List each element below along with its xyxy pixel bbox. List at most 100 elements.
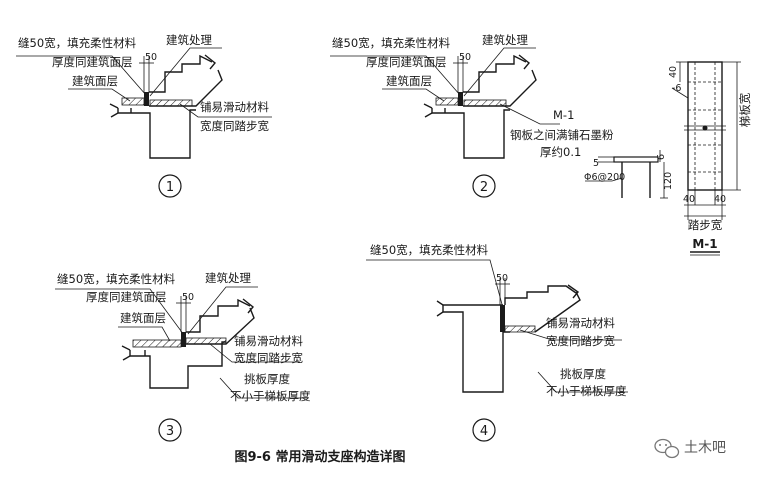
detail-2-anchor-detail: 5 6 120 Φ6@200 xyxy=(584,150,674,199)
detail-2-joint-fill xyxy=(458,92,463,106)
detail-3-stair-break xyxy=(242,298,254,314)
plate-thickness: -6 xyxy=(672,83,681,94)
detail-4-dim-label: 50 xyxy=(496,273,508,284)
detail-3-break-line xyxy=(121,345,131,361)
detail-4-sliding-layer xyxy=(504,325,536,333)
detail-3-joint-thickness-label: 厚度同建筑面层 xyxy=(86,290,167,304)
detail-1-leader-arch xyxy=(149,47,222,97)
detail-2-stair-break xyxy=(518,54,530,70)
watermark-text: 土木吧 xyxy=(684,440,726,456)
detail-2-leader-joint xyxy=(330,55,461,96)
detail-1-sliding-width-label: 宽度同踏步宽 xyxy=(200,119,269,133)
detail-1-number-circle xyxy=(158,174,182,198)
detail-1-leader-sliding xyxy=(179,103,272,118)
detail-1-break-line xyxy=(109,103,119,118)
detail-1-arch-layer-label: 建筑面层 xyxy=(72,74,118,88)
plate-m1: 40 -6 梯板宽 40 40 踏步宽 M-1 40 xyxy=(668,61,752,256)
detail-2-plate-layer xyxy=(463,99,507,107)
detail-4-break-line xyxy=(436,300,444,317)
detail-2-break-line xyxy=(423,103,433,118)
detail-4-leader-cant xyxy=(537,371,628,393)
detail-3-number: 3 xyxy=(166,424,174,439)
detail-4-leader-sliding xyxy=(519,329,622,341)
plate-dim-left: 40 xyxy=(683,194,695,205)
detail-1-arch-treatment-label: 建筑处理 xyxy=(166,33,212,47)
detail-1: 50 缝50宽，填充柔性材料 厚度同建筑面层 建筑处理 建筑面层 铺易滑动材料 … xyxy=(16,33,272,198)
detail-1-dim-label: 50 xyxy=(145,52,157,63)
detail-2-arch-treatment-label: 建筑处理 xyxy=(482,33,528,47)
detail-1-stair-soffit xyxy=(149,69,223,107)
detail-4-cant-thickness-label: 挑板厚度 xyxy=(560,367,606,381)
detail-4-stair-soffit xyxy=(534,291,581,333)
anchor-dim-top: 5 xyxy=(593,158,599,169)
detail-3-leader-sliding xyxy=(209,343,300,363)
detail-1-joint-fill xyxy=(144,92,149,106)
detail-1-leader-layer xyxy=(68,88,131,102)
detail-3-sliding-width-label: 宽度同踏步宽 xyxy=(234,351,303,365)
detail-4-sliding-width-label: 宽度同踏步宽 xyxy=(546,334,615,348)
anchor-rebar-leader xyxy=(585,177,623,182)
detail-2-stair-soffit xyxy=(463,69,537,107)
detail-4-stair-outline xyxy=(504,285,577,305)
anchor-plate xyxy=(613,156,659,163)
detail-2-number: 2 xyxy=(480,180,488,195)
detail-2-stair-outline xyxy=(463,54,527,93)
detail-2-leader-arch xyxy=(463,47,536,97)
detail-3-leader-cant xyxy=(219,377,308,399)
detail-3-dim-label: 50 xyxy=(182,292,194,303)
detail-3-support-outline xyxy=(129,341,226,389)
detail-1-sliding-layer xyxy=(149,99,193,107)
detail-1-sliding-label: 铺易滑动材料 xyxy=(200,100,269,114)
watermark: 土木吧 xyxy=(654,438,726,459)
detail-3-sliding-label: 铺易滑动材料 xyxy=(234,334,303,348)
detail-2-number-circle xyxy=(472,174,496,198)
detail-3-floor-layer xyxy=(132,339,182,348)
detail-4-stair-break xyxy=(567,284,580,299)
plate-dim-top: 40 xyxy=(668,66,679,78)
detail-1-stair-break xyxy=(204,54,216,70)
detail-4-joint-label: 缝50宽，填充柔性材料 xyxy=(370,243,489,257)
detail-3-sliding-layer xyxy=(185,337,227,345)
plate-dim-right: 40 xyxy=(714,194,726,205)
detail-1-support-outline xyxy=(117,108,196,159)
detail-4-sliding-label: 铺易滑动材料 xyxy=(546,316,615,330)
detail-2-arch-layer-label: 建筑面层 xyxy=(386,74,432,88)
anchor-dim-height: 120 xyxy=(663,172,674,190)
detail-3-leader-arch xyxy=(187,286,258,335)
plate-title: M-1 xyxy=(692,237,717,251)
detail-3-joint-fill xyxy=(181,332,186,347)
detail-3-cant-thickness-label: 挑板厚度 xyxy=(244,372,290,386)
detail-1-stair-outline xyxy=(149,54,213,93)
detail-4: 50 缝50宽，填充柔性材料 铺易滑动材料 宽度同踏步宽 挑板厚度 不小于梯板厚… xyxy=(366,243,628,442)
plate-width-label: 梯板宽 xyxy=(738,92,752,127)
detail-2-leader-layer xyxy=(382,88,445,102)
plate-tread-label: 踏步宽 xyxy=(688,218,723,232)
detail-3-stair-soffit xyxy=(186,307,255,345)
figure-caption: 图9-6 常用滑动支座构造详图 xyxy=(234,449,405,465)
detail-3: 50 缝50宽，填充柔性材料 厚度同建筑面层 建筑处理 建筑面层 铺易滑动材料 … xyxy=(55,271,311,442)
detail-2-joint-thickness-label: 厚度同建筑面层 xyxy=(366,55,447,69)
anchor-rebar-label: Φ6@200 xyxy=(584,172,625,183)
detail-2-graphite-thickness-label: 厚约0.1 xyxy=(540,145,581,159)
detail-2-floor-layer xyxy=(435,97,459,106)
detail-4-cant-min-label: 不小于梯板厚度 xyxy=(546,384,627,398)
detail-3-leader-joint xyxy=(55,288,185,336)
detail-4-joint-fill xyxy=(500,305,505,332)
detail-1-joint-label: 缝50宽，填充柔性材料 xyxy=(18,36,137,50)
detail-1-leader-joint xyxy=(16,55,147,96)
detail-4-number: 4 xyxy=(480,424,488,439)
detail-2-support-outline xyxy=(431,108,510,159)
detail-1-number: 1 xyxy=(166,180,174,195)
detail-3-stair-outline xyxy=(186,298,251,333)
detail-1-joint-thickness-label: 厚度同建筑面层 xyxy=(52,55,133,69)
detail-2-dim-label: 50 xyxy=(459,52,471,63)
detail-1-floor-layer xyxy=(121,97,145,106)
detail-3-arch-treatment-label: 建筑处理 xyxy=(205,271,251,285)
detail-3-arch-layer-label: 建筑面层 xyxy=(120,311,166,325)
detail-3-cant-min-label: 不小于梯板厚度 xyxy=(230,389,311,403)
detail-4-number-circle xyxy=(472,418,496,442)
detail-2-graphite-label: 钢板之间满铺石墨粉 xyxy=(510,128,614,142)
plate-thickness-leader xyxy=(671,87,689,99)
anchor-dim-side: 6 xyxy=(656,154,667,160)
